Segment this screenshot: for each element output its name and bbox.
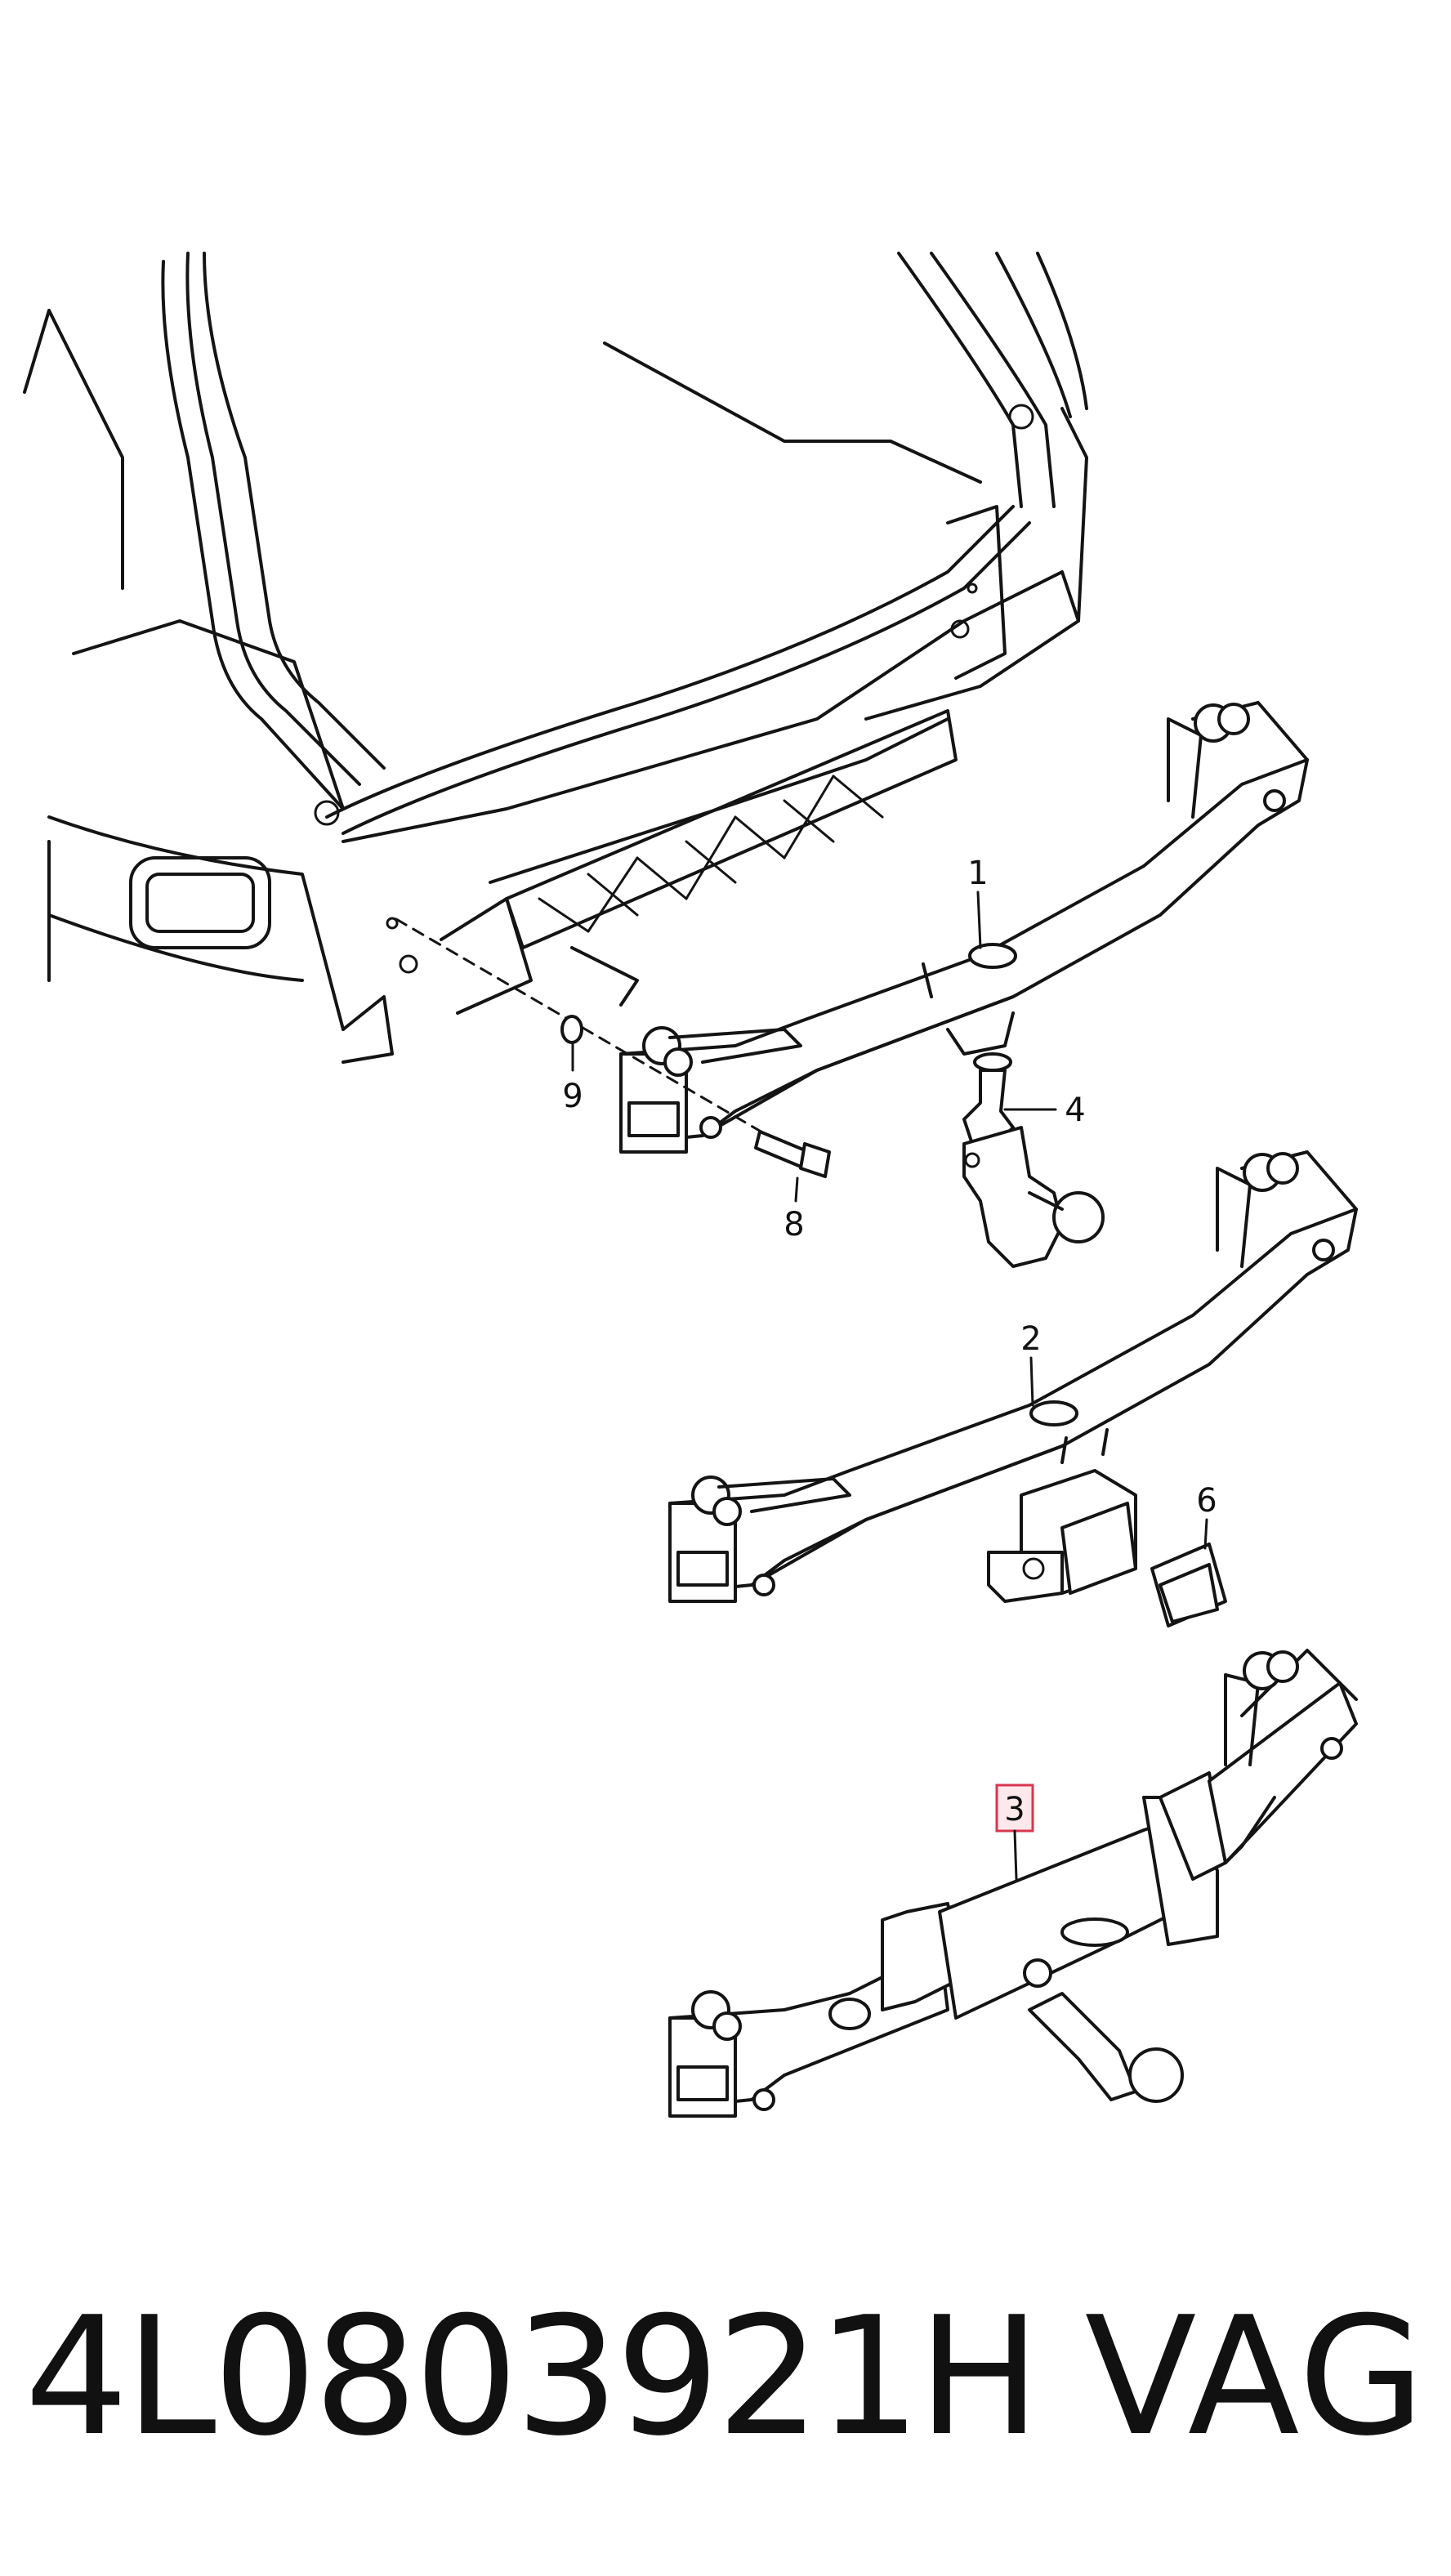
svg-text:2: 2 (1020, 1320, 1041, 1358)
svg-text:3: 3 (1004, 1791, 1025, 1828)
detachable-tow-ball-4 (962, 1052, 1105, 1268)
callout-3: 3 (995, 1784, 1034, 1881)
brand-label: VAG (1084, 2282, 1426, 2472)
vehicle-rear-body (23, 252, 1088, 1064)
part-number: 4L0803921H (25, 2282, 1041, 2472)
svg-text:9: 9 (562, 1078, 583, 1115)
callout-2: 2 (1020, 1320, 1042, 1407)
towbar-crossmember-2 (668, 1150, 1358, 1603)
towbar-crossmember-1 (619, 701, 1309, 1154)
callout-3-highlight-box (995, 1784, 1034, 1833)
callout-9: 9 (562, 1042, 583, 1115)
receiver-cover-cap-6 (1150, 1542, 1227, 1627)
exploded-parts-diagram: 1 2 3 4 6 8 9 (23, 252, 1358, 2118)
svg-text:6: 6 (1196, 1482, 1217, 1520)
svg-text:4: 4 (1065, 1092, 1085, 1129)
callout-4: 4 (1003, 1092, 1086, 1129)
callout-8: 8 (784, 1176, 805, 1243)
washer-9 (560, 1015, 583, 1044)
towbar-assembly-3 (668, 1649, 1358, 2118)
svg-text:8: 8 (784, 1206, 804, 1243)
footer: 4L0803921H VAG (25, 2279, 1426, 2476)
callout-6: 6 (1196, 1482, 1217, 1550)
callout-1: 1 (967, 855, 989, 949)
svg-text:1: 1 (967, 855, 988, 892)
